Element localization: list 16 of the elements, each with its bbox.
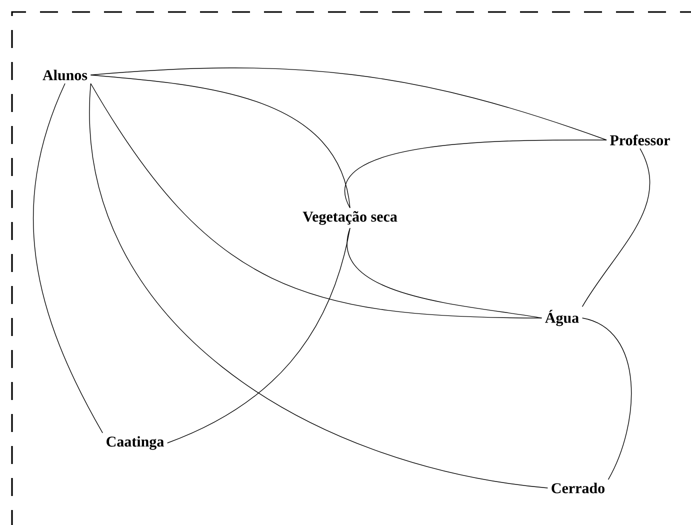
connector-line [344, 140, 607, 208]
connector-line [33, 83, 103, 434]
connector-line [90, 83, 548, 488]
concept-label: Alunos [42, 70, 88, 80]
concept-label: Caatinga [106, 436, 164, 450]
connector-line [90, 68, 607, 140]
concept-label: Água [545, 310, 579, 326]
concept-label: Professor [610, 134, 670, 146]
connector-line [90, 83, 542, 318]
concept-label: Vegetação seca [302, 211, 398, 225]
connector-line [167, 228, 350, 444]
connector-line [582, 148, 650, 308]
connector-line [90, 74, 350, 208]
connector-line [582, 318, 632, 480]
concept-label: Cerrado [552, 482, 605, 494]
connector-line [346, 228, 542, 318]
